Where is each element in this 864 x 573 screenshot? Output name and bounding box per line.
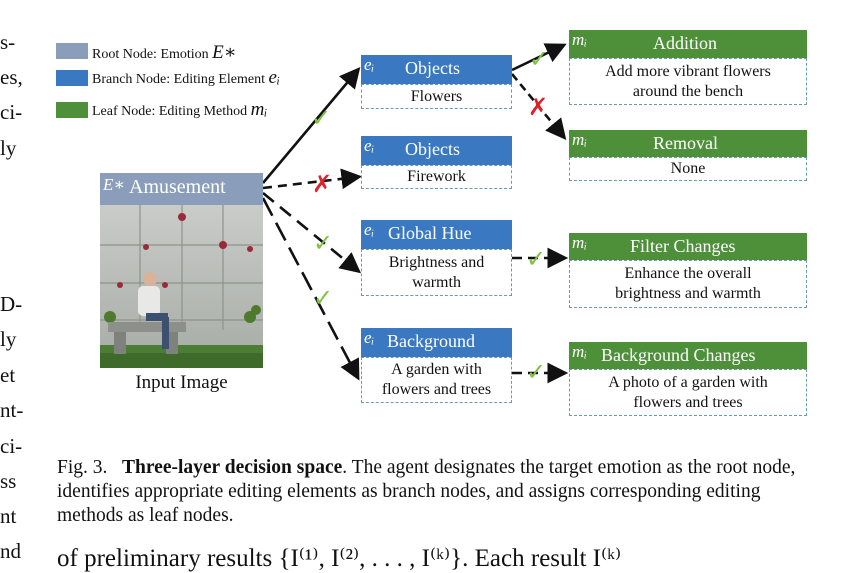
left-fragment: nt <box>0 504 17 528</box>
leaf-content: Add more vibrant flowers around the benc… <box>569 58 807 105</box>
legend-item-branch: Branch Node: Editing Element eᵢ <box>92 67 280 89</box>
leaf-symbol: mᵢ <box>572 342 587 361</box>
legend-math: E∗ <box>212 42 237 63</box>
edge-root-background <box>261 197 360 381</box>
left-fragment: ly <box>0 327 17 351</box>
left-fragment: ss <box>0 469 17 493</box>
check-icon: ✓ <box>526 358 547 386</box>
branch-header: eᵢ Background <box>361 328 512 357</box>
body-text-cutoff: of preliminary results {I⁽¹⁾, I⁽²⁾, . . … <box>57 545 622 572</box>
leaf-content: A photo of a garden with flowers and tre… <box>569 369 807 416</box>
leaf-header: mᵢ Filter Changes <box>569 233 807 260</box>
branch-label: Objects <box>405 139 460 159</box>
legend-math: mᵢ <box>250 99 268 120</box>
branch-label: Global Hue <box>388 223 472 243</box>
legend-swatch-branch <box>56 70 88 86</box>
branch-symbol: eᵢ <box>364 328 375 347</box>
input-image-caption: Input Image <box>135 372 228 393</box>
left-fragment: ci- <box>0 434 23 458</box>
branch-label: Background <box>387 331 475 351</box>
edge-root-objects-flowers <box>262 67 361 184</box>
root-symbol: E∗ <box>103 175 125 194</box>
branch-content: Brightness and warmth <box>361 249 512 296</box>
legend-math: eᵢ <box>268 67 280 88</box>
edge-root-global-hue <box>262 191 362 274</box>
left-fragment: ly <box>0 136 17 160</box>
branch-content: Firework <box>361 165 512 189</box>
check-icon: ✓ <box>313 284 334 312</box>
cross-icon: ✗ <box>528 93 549 121</box>
left-fragment: s- <box>0 30 16 54</box>
leaf-content: Enhance the overall brightness and warmt… <box>569 260 807 308</box>
branch-header: eᵢ Objects <box>361 136 512 165</box>
leaf-header: mᵢ Removal <box>569 130 807 157</box>
legend-label: Leaf Node: Editing Method <box>92 104 248 119</box>
leaf-label: Addition <box>653 33 718 53</box>
check-icon: ✓ <box>313 229 334 257</box>
check-icon: ✓ <box>529 45 550 73</box>
left-fragment: nt- <box>0 398 24 422</box>
branch-header: eᵢ Global Hue <box>361 220 512 249</box>
leaf-symbol: mᵢ <box>572 233 587 252</box>
edge-root-objects-firework <box>262 168 363 190</box>
leaf-header: mᵢ Addition <box>569 30 807 58</box>
legend-label: Root Node: Emotion <box>92 47 209 62</box>
caption-title: Three-layer decision space <box>122 457 343 478</box>
branch-symbol: eᵢ <box>364 55 375 74</box>
edge-objects-removal <box>510 73 567 141</box>
tree-connectors <box>261 43 569 384</box>
figure-caption: Fig. 3. Three-layer decision space. The … <box>57 456 817 528</box>
left-fragment: nd <box>0 539 21 563</box>
root-label: Amusement <box>129 176 226 198</box>
legend-item-root: Root Node: Emotion E∗ <box>92 41 237 64</box>
check-icon: ✓ <box>311 104 332 132</box>
caption-text: . The agent designates the target emotio… <box>57 457 796 526</box>
caption-fig-number: Fig. 3. <box>57 457 108 478</box>
branch-header: eᵢ Objects <box>361 55 512 84</box>
edge-objects-addition <box>511 43 567 72</box>
legend-swatch-root <box>56 43 88 59</box>
left-fragment: ci- <box>0 100 23 124</box>
left-fragment: D- <box>0 292 23 316</box>
branch-label: Objects <box>405 58 460 78</box>
leaf-label: Filter Changes <box>630 236 736 256</box>
left-fragment: es, <box>0 65 23 89</box>
branch-symbol: eᵢ <box>364 220 375 239</box>
leaf-content: None <box>569 157 807 181</box>
leaf-header: mᵢ Background Changes <box>569 342 807 369</box>
check-icon: ✓ <box>526 245 547 273</box>
leaf-symbol: mᵢ <box>572 130 587 149</box>
legend-label: Branch Node: Editing Element <box>92 72 266 87</box>
root-node-header: E∗ Amusement <box>100 173 263 205</box>
branch-content: A garden with flowers and trees <box>361 357 512 403</box>
input-image <box>100 205 263 368</box>
leaf-symbol: mᵢ <box>572 30 587 49</box>
cross-icon: ✗ <box>312 170 333 198</box>
left-fragment: et <box>0 363 16 387</box>
leaf-label: Removal <box>653 133 718 153</box>
legend-item-leaf: Leaf Node: Editing Method mᵢ <box>92 99 267 121</box>
branch-symbol: eᵢ <box>364 136 375 155</box>
leaf-label: Background Changes <box>601 345 756 365</box>
legend-swatch-leaf <box>56 102 88 118</box>
branch-content: Flowers <box>361 84 512 109</box>
